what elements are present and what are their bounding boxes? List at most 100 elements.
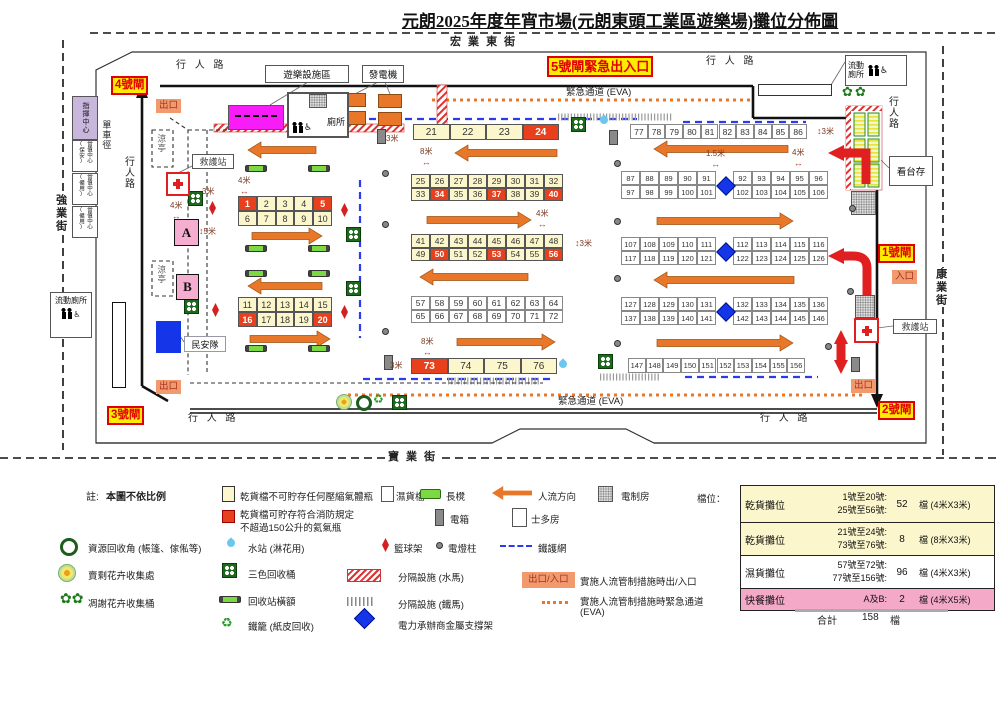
stand-storage-hatch-left	[846, 106, 851, 190]
bench-icon	[308, 345, 330, 352]
dimension-label: ↕5米	[199, 226, 216, 236]
dimension-label: 8米↔	[421, 337, 434, 357]
wall-bottom	[190, 408, 877, 414]
electric-box-icon	[609, 130, 618, 145]
basketball-icon	[382, 538, 389, 552]
red-stall-swatch	[222, 510, 235, 523]
stall-cell: 13	[275, 297, 295, 312]
stall-cell: 96	[809, 171, 829, 185]
stall-cell: 19	[294, 312, 314, 327]
crowd-flow-arrow	[419, 268, 529, 286]
leftover-flower-icon	[58, 564, 76, 582]
stall-cell: 81	[700, 124, 719, 139]
generator-box-2	[378, 94, 402, 108]
stall-cell: 84	[753, 124, 772, 139]
table-size: 檔 (4米X5米)	[919, 595, 971, 605]
stall-cell: 64	[544, 296, 563, 310]
toilet-block: ♿ 廁所	[287, 92, 349, 138]
stall-cell: 108	[640, 237, 659, 251]
lamp-post-icon	[382, 170, 389, 177]
table-cat: 濕貨攤位	[745, 568, 785, 580]
lamp-post-icon	[825, 343, 832, 350]
stall-cell: 102	[733, 185, 753, 199]
stall-cell: 141	[697, 311, 716, 325]
electric-box-icon	[377, 129, 386, 144]
stall-cell: 107	[621, 237, 640, 251]
stall-cell: 55	[525, 247, 544, 261]
gate-2: 2號閘	[878, 401, 916, 420]
total-label: 合計	[817, 616, 837, 627]
entrance-right: 入口	[892, 270, 918, 284]
stall-cell: 25	[411, 174, 430, 188]
stall-cell: 155	[769, 358, 788, 373]
ped-path-top-right: 行 人 路	[706, 56, 757, 67]
red-cross-icon	[173, 179, 183, 189]
stall-cell: 73	[411, 358, 448, 374]
stall-cell: 41	[411, 234, 430, 248]
stall-cell: 56	[544, 247, 563, 261]
stall-cell: 75	[484, 358, 521, 374]
table-ranges: 1號至20號:25號至56號:	[837, 491, 887, 516]
dimension-label: 3米	[202, 187, 215, 196]
fastfood-stall-b: B	[176, 274, 199, 300]
flow-arrow-label: 人流方向	[538, 492, 577, 503]
stall-cell: 101	[697, 185, 716, 199]
dry-stall-rule-1: 乾貨檔不可貯存任何壓縮氣體瓶	[240, 492, 374, 503]
stall-cell: 10	[313, 211, 332, 226]
stall-cell: 46	[506, 234, 525, 248]
cage-label: 鐵籠 (紙皮回收)	[248, 622, 314, 633]
stall-cell: 28	[468, 174, 487, 188]
stall-cell: 59	[449, 296, 468, 310]
tricolor-bin-icon	[598, 354, 613, 369]
stall-cell: 79	[665, 124, 684, 139]
stall-cell: 132	[733, 297, 753, 311]
crowd-flow-arrow	[247, 141, 317, 159]
stall-cell: 26	[430, 174, 449, 188]
table-size: 檔 (8米X3米)	[919, 534, 971, 545]
duty-center-security: 當值中心(保安)	[72, 140, 98, 172]
dimension-label: 4米↔	[792, 148, 805, 168]
stall-cell: 100	[678, 185, 697, 199]
wet-stall-swatch	[381, 486, 394, 502]
stall-cell: 3	[275, 196, 295, 211]
stall-cell: 152	[716, 358, 735, 373]
stall-cell: 93	[752, 171, 772, 185]
dimension-label: 4米↔	[170, 201, 183, 221]
lamp-post-icon	[614, 340, 621, 347]
basketball-stand-icon	[341, 203, 348, 217]
stall-cell: 154	[751, 358, 770, 373]
stall-cell: 12	[256, 297, 276, 312]
mobile-toilet-icons: ♿	[868, 65, 888, 76]
tricolor-bin-icon	[188, 191, 203, 206]
stall-cell: 47	[525, 234, 544, 248]
stall-cell: 94	[771, 171, 791, 185]
crowd-flow-arrow	[454, 144, 558, 162]
stall-cell: 136	[809, 297, 829, 311]
stall-cell: 70	[506, 309, 525, 323]
stall-cell: 150	[681, 358, 699, 373]
barrier-bar-top-right	[758, 84, 832, 96]
stall-cell: 63	[525, 296, 544, 310]
table-ranges: 21號至24號:73號至76號:	[837, 526, 887, 551]
stall-cell: 116	[809, 237, 829, 251]
dimension-label: ↕3米	[575, 238, 592, 248]
bike-path: 單車徑	[101, 120, 112, 150]
red-flow-arrows	[828, 145, 872, 374]
power-room-icon	[598, 486, 613, 502]
first-aid-label-left: 救護站	[192, 154, 234, 169]
stall-cell: 14	[294, 297, 314, 312]
lamp-post-icon	[382, 221, 389, 228]
stall-cell: 58	[430, 296, 449, 310]
water-station-label: 水站 (淋花用)	[248, 544, 305, 555]
flow-arrows	[247, 140, 795, 352]
stall-cell: 103	[752, 185, 772, 199]
stall-cell: 144	[771, 311, 791, 325]
stall-cell: 119	[659, 251, 678, 265]
stall-cell: 1	[238, 196, 257, 211]
bench-icon	[308, 165, 330, 172]
stall-cell: 68	[468, 309, 487, 323]
mesh-fence-icon	[500, 545, 532, 547]
dry-stall-swatch	[222, 486, 235, 502]
water-barrier-label: 分隔設施 (水馬)	[398, 573, 464, 584]
